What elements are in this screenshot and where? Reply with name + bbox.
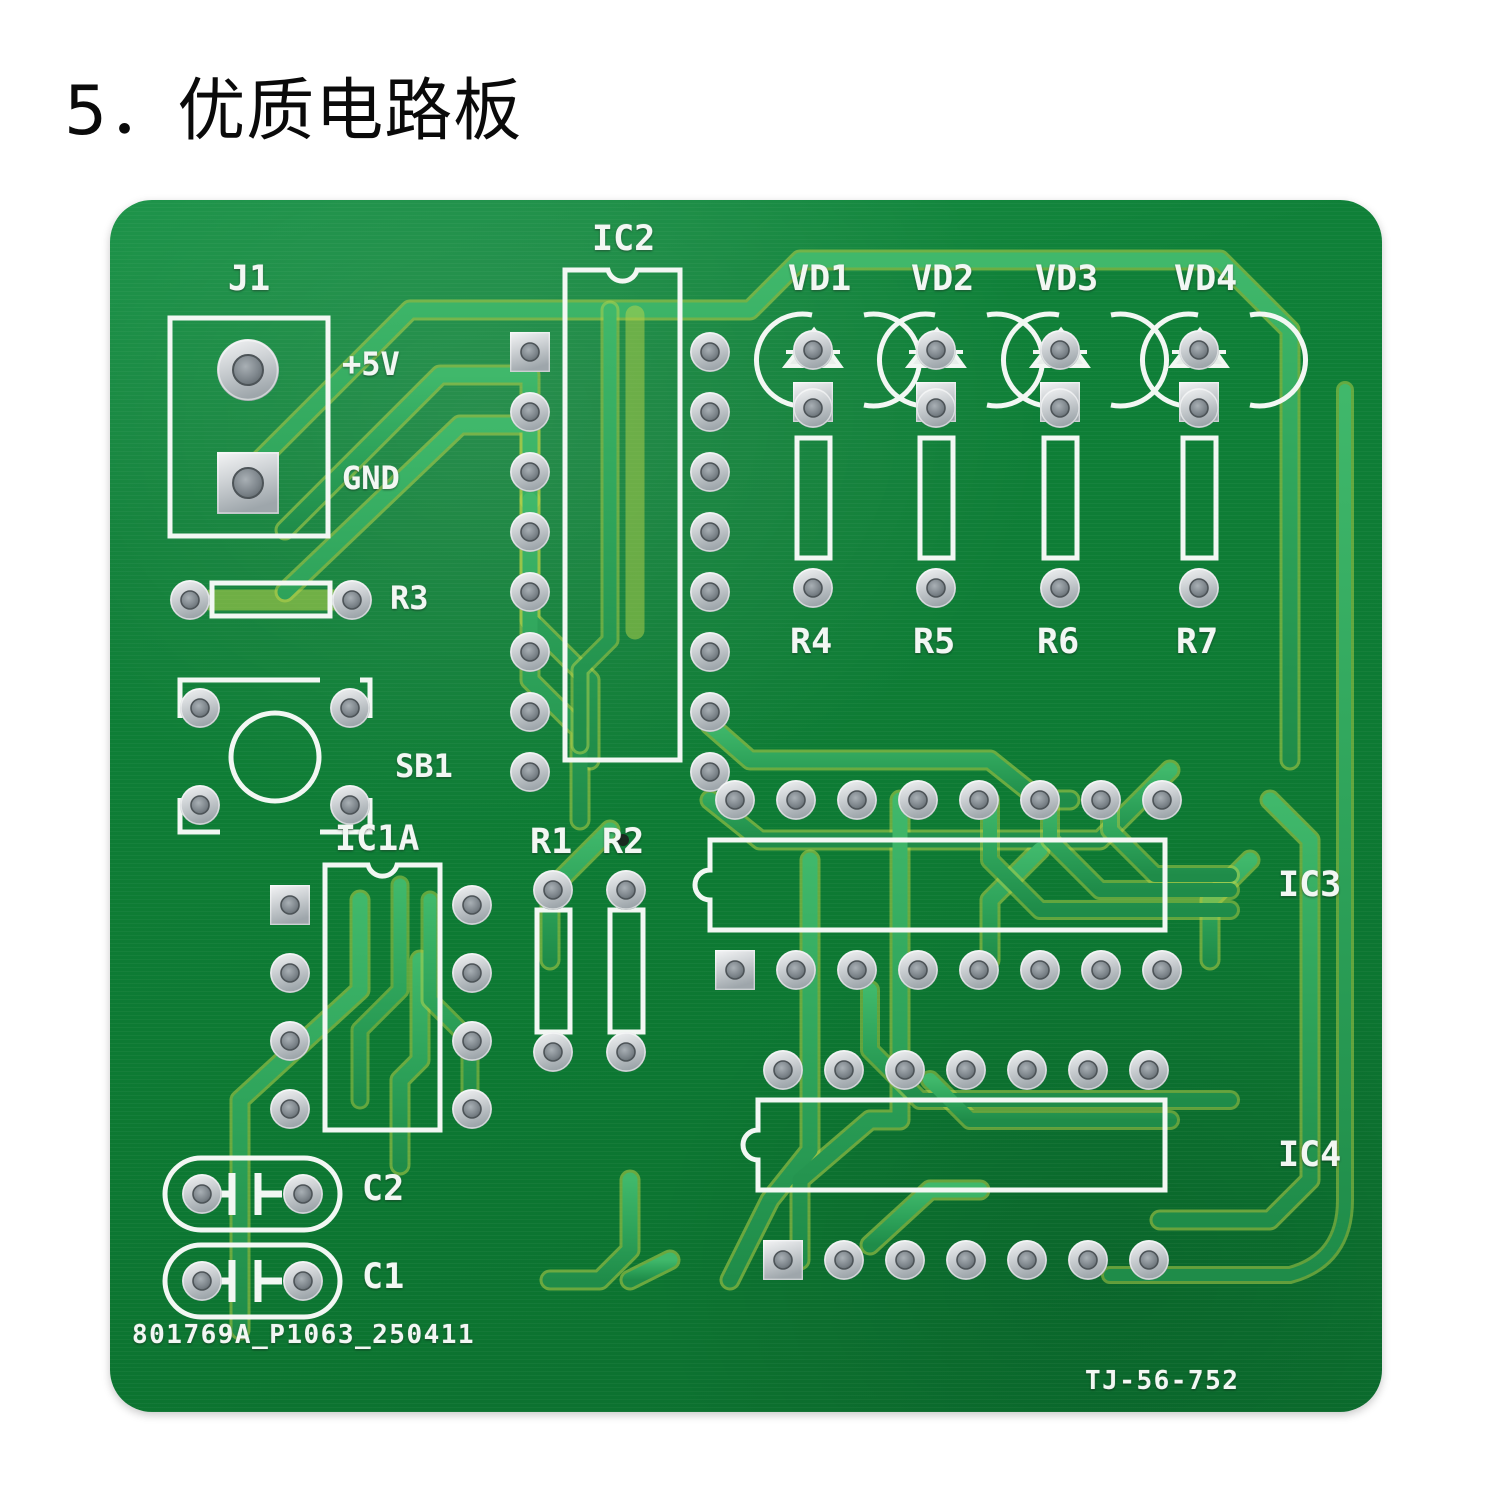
silk-c1-outline — [162, 1242, 343, 1320]
silk-r7-outline — [1180, 435, 1219, 561]
pads-ic2-right — [689, 331, 731, 793]
silk-label-r6: R6 — [1037, 622, 1080, 662]
silk-label-r2: R2 — [602, 822, 645, 862]
silk-r5-outline — [917, 435, 956, 561]
silk-c2-outline — [162, 1155, 343, 1233]
silk-label-ic2: IC2 — [592, 219, 656, 259]
pads-ic1a-right — [451, 884, 493, 1130]
silk-c1-symbol — [210, 1260, 282, 1302]
pads-ic4-top — [762, 1049, 1170, 1091]
silk-ic4-outline — [740, 1097, 1168, 1193]
silk-label-vd1: VD1 — [788, 259, 852, 299]
silk-r1-outline — [534, 907, 573, 1035]
silk-led-outlines — [754, 311, 1308, 409]
pads-c1 — [181, 1260, 324, 1302]
silk-label-plus5v: +5V — [342, 345, 400, 383]
silk-sb1-button — [228, 710, 322, 804]
pcb-photo: J1 +5V GND R3 SB1 IC2 IC1A IC3 IC4 VD1 V… — [110, 200, 1382, 1412]
silk-label-r5: R5 — [913, 622, 956, 662]
silk-label-ic3: IC3 — [1278, 865, 1342, 905]
silk-ic3-outline — [692, 837, 1168, 933]
copper-traces-ic2 — [570, 300, 645, 755]
page-title: 5．优质电路板 — [64, 72, 523, 151]
pads-c2 — [181, 1173, 324, 1215]
pads-ic3-bottom — [714, 949, 1183, 991]
silk-label-vd2: VD2 — [911, 259, 975, 299]
silk-marking-left: 801769A_P1063_250411 — [132, 1320, 476, 1350]
silk-label-ic4: IC4 — [1278, 1135, 1342, 1175]
silk-marking-right: TJ-56-752 — [1085, 1366, 1240, 1396]
pads-ic3-top — [714, 779, 1183, 821]
silkscreen-outlines — [162, 267, 1219, 1320]
pcb-artwork-layer — [162, 249, 1354, 1341]
silk-sb1-outline — [177, 677, 373, 835]
silk-r3-outline — [209, 580, 333, 619]
pads-j1 — [216, 338, 280, 515]
silk-label-c2: C2 — [362, 1169, 405, 1209]
silk-c2-symbol — [210, 1173, 282, 1215]
silk-ic1a-outline — [322, 862, 443, 1133]
silk-ic2-outline — [562, 267, 683, 763]
silk-label-sb1: SB1 — [395, 747, 453, 785]
via-hole — [617, 834, 629, 846]
edge-ring-trace — [1101, 381, 1354, 1284]
silk-label-j1: J1 — [228, 259, 271, 299]
silk-j1-outline — [167, 315, 331, 539]
silk-label-r1: R1 — [530, 822, 573, 862]
silk-r4-outline — [794, 435, 833, 561]
silk-label-r3: R3 — [390, 579, 429, 617]
silk-r6-outline — [1041, 435, 1080, 561]
silk-label-r4: R4 — [790, 622, 833, 662]
silk-label-vd3: VD3 — [1035, 259, 1099, 299]
silk-r2-outline — [607, 907, 646, 1035]
copper-traces-ic1a — [350, 875, 480, 1110]
silk-label-vd4: VD4 — [1174, 259, 1238, 299]
silk-label-ic1a: IC1A — [335, 819, 420, 859]
silk-label-c1: C1 — [362, 1257, 405, 1297]
silk-label-gnd: GND — [342, 459, 400, 497]
pads-sb1 — [179, 687, 371, 826]
pads-ic1a-left — [269, 884, 311, 1130]
silk-label-r7: R7 — [1176, 622, 1219, 662]
